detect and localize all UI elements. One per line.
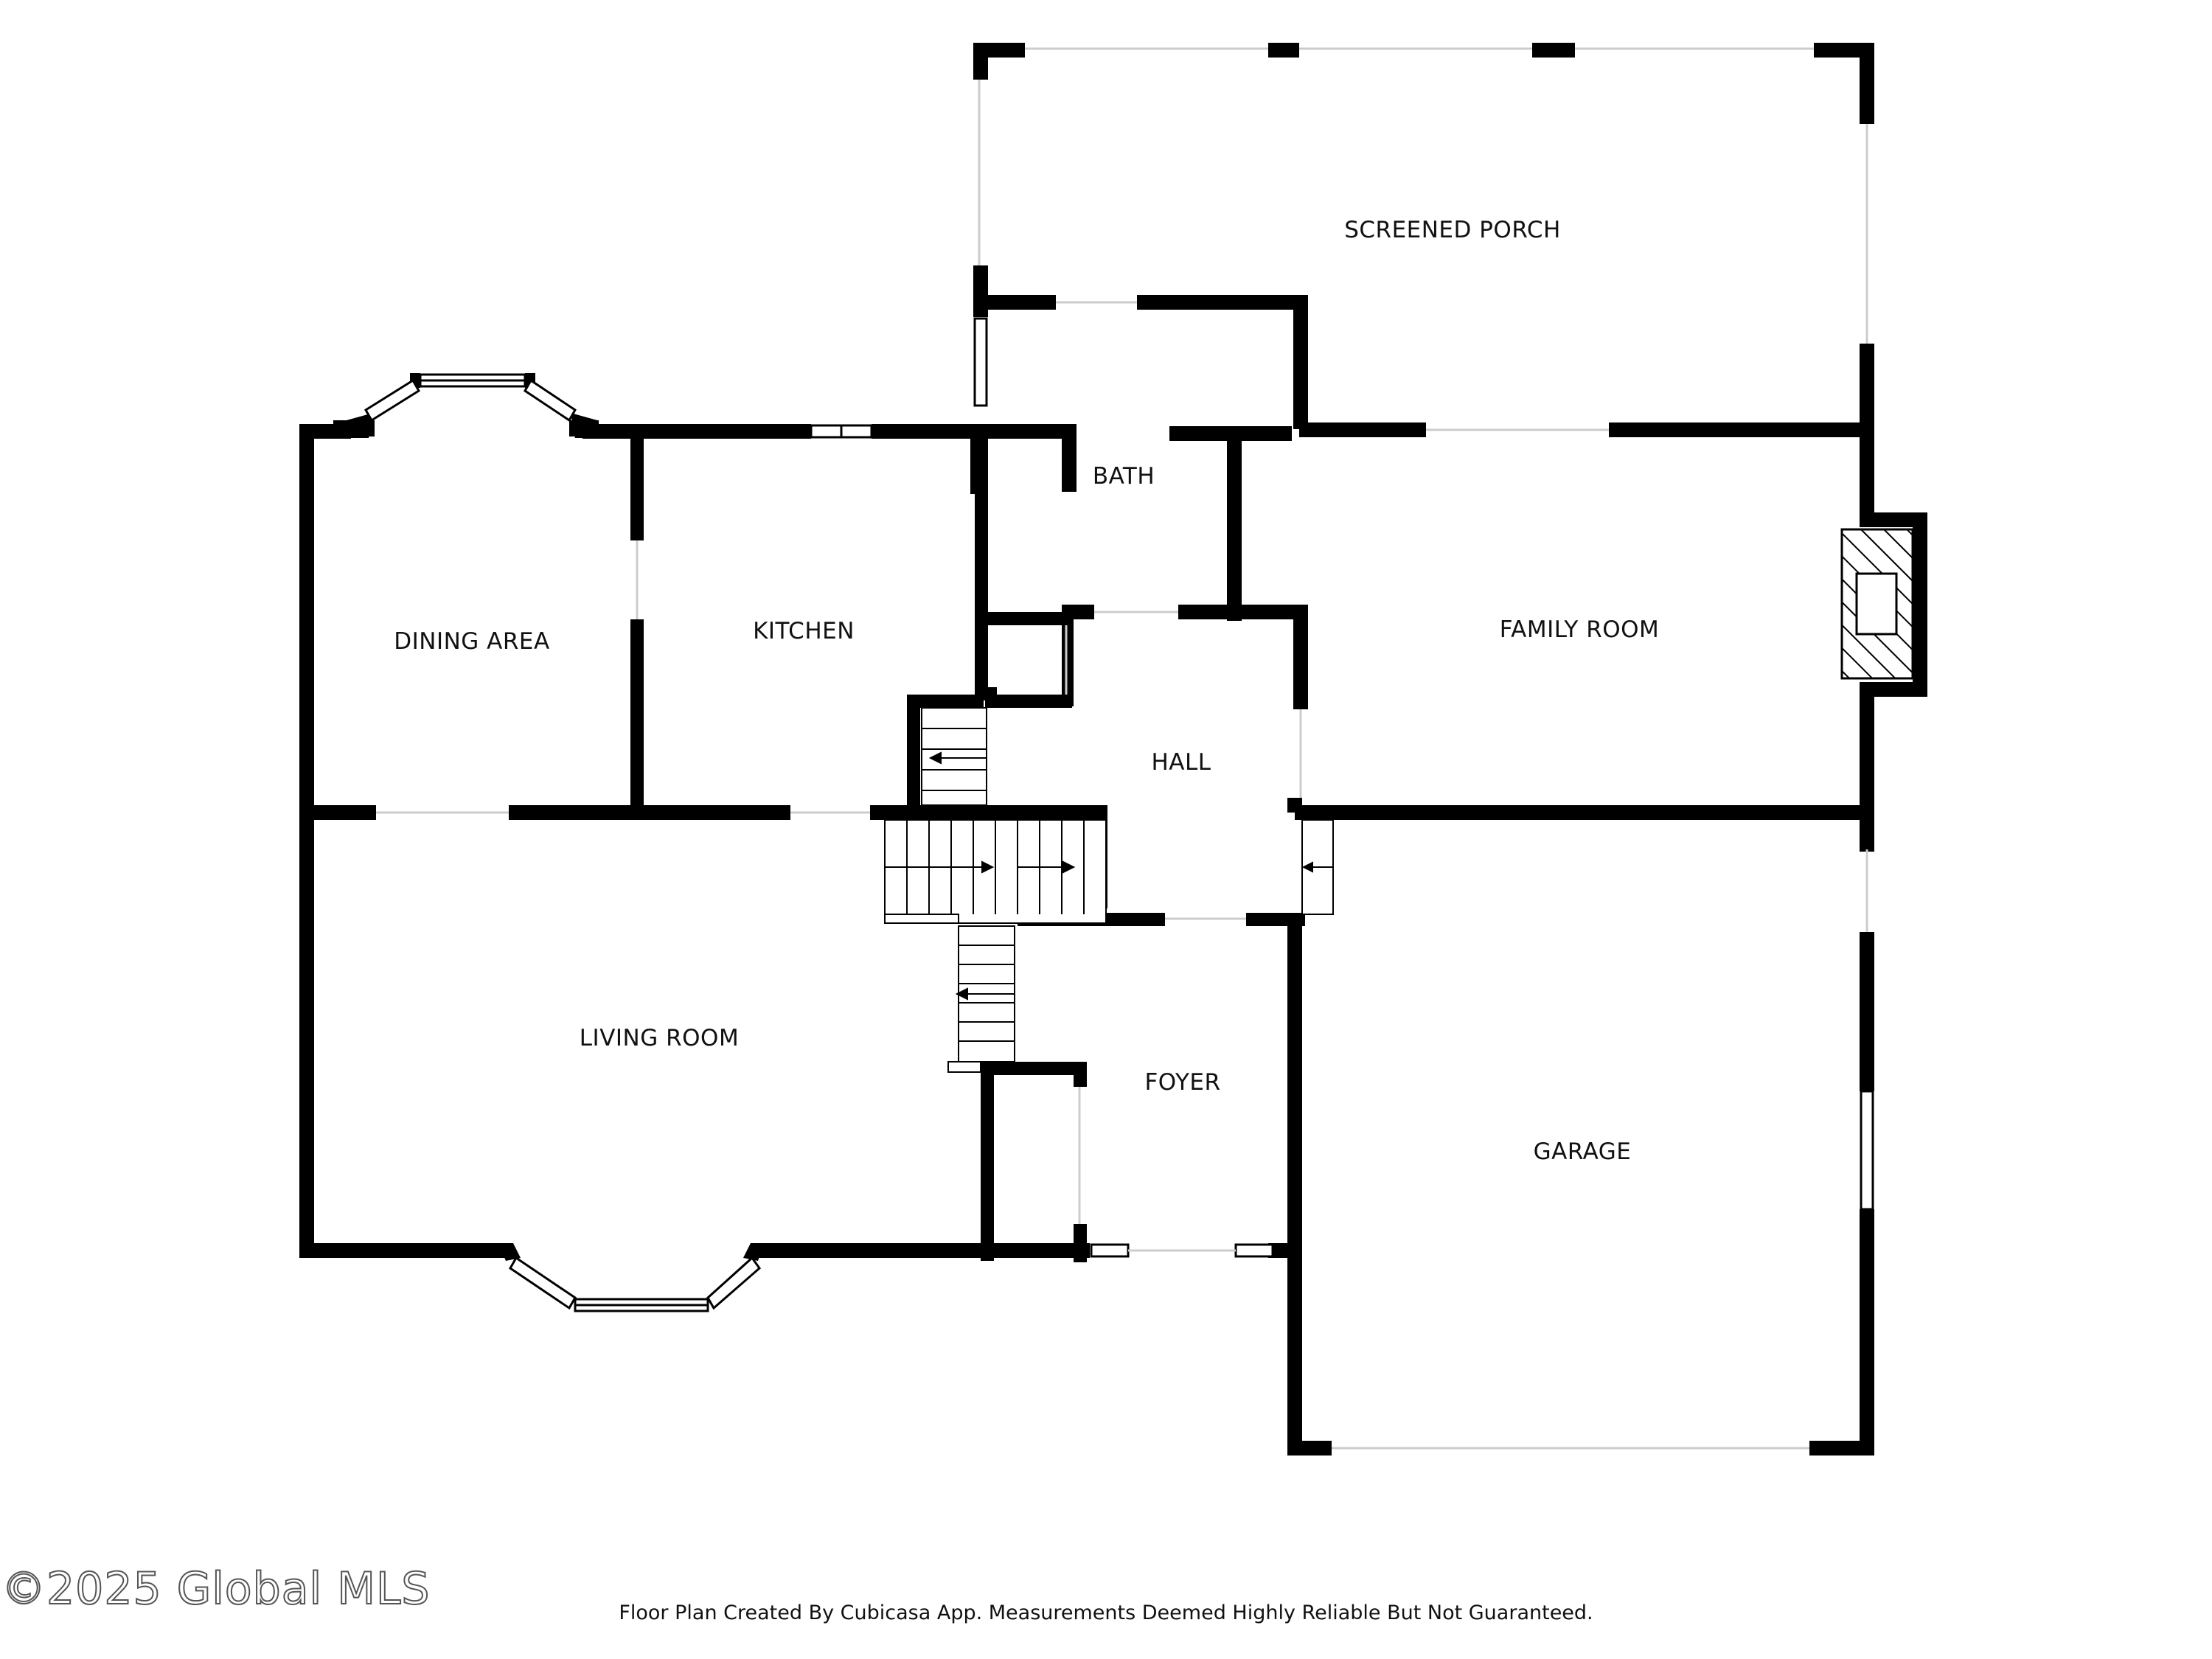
label-kitchen: KITCHEN bbox=[753, 618, 855, 644]
label-dining-area: DINING AREA bbox=[394, 628, 549, 655]
label-screened-porch: SCREENED PORCH bbox=[1344, 217, 1561, 243]
walls bbox=[299, 43, 1927, 1455]
stairs bbox=[884, 707, 1334, 1073]
label-hall: HALL bbox=[1151, 749, 1211, 776]
label-garage: GARAGE bbox=[1534, 1138, 1632, 1165]
copyright-watermark: ©2025 Global MLS bbox=[1, 1562, 431, 1615]
label-foyer: FOYER bbox=[1144, 1069, 1220, 1096]
label-living-room: LIVING ROOM bbox=[580, 1025, 739, 1051]
fireplace bbox=[1840, 528, 1914, 680]
floor-plan-caption: Floor Plan Created By Cubicasa App. Meas… bbox=[619, 1601, 1593, 1624]
room-labels: SCREENED PORCH BATH DINING AREA KITCHEN … bbox=[394, 217, 1659, 1165]
label-bath: BATH bbox=[1093, 463, 1155, 490]
label-family-room: FAMILY ROOM bbox=[1500, 616, 1660, 643]
windows bbox=[364, 317, 1874, 1312]
openings bbox=[376, 47, 1868, 1450]
